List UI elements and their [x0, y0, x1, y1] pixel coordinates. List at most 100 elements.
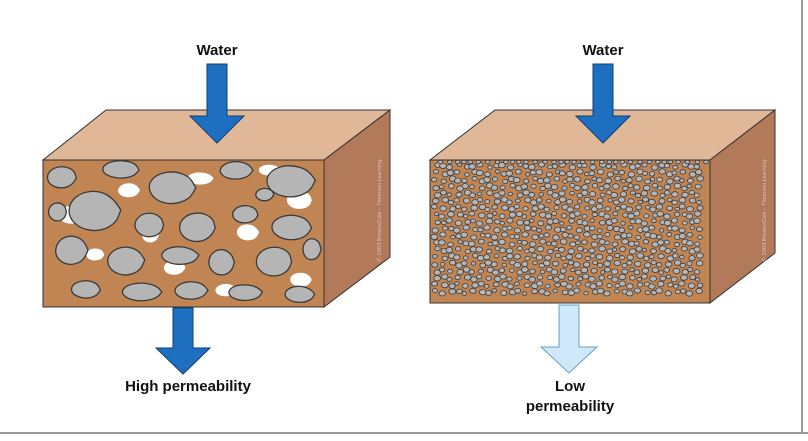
fine-grain [588, 191, 597, 198]
fine-grain [694, 241, 701, 247]
fine-grain-top [619, 159, 625, 165]
fine-grain [550, 269, 559, 276]
fine-grain [498, 247, 507, 254]
fine-grain [671, 170, 678, 176]
fine-grain [693, 163, 700, 170]
fine-grain [494, 169, 501, 174]
fine-grain [614, 175, 622, 182]
fine-grain [583, 231, 591, 238]
fine-grain-top [606, 159, 613, 165]
fine-grain [635, 234, 642, 240]
fine-grain [689, 225, 695, 230]
fine-grain [546, 189, 554, 196]
fine-grain [686, 231, 693, 238]
fine-grain [599, 220, 606, 226]
fine-grain [468, 269, 475, 275]
fine-grain [657, 280, 665, 287]
fine-grain [456, 268, 464, 275]
fine-grain [674, 289, 681, 295]
fine-grain [535, 254, 544, 261]
fine-grain [651, 267, 659, 274]
fine-grain [565, 253, 573, 260]
fine-grain [577, 199, 583, 204]
fine-grain [493, 198, 501, 205]
fine-grain [625, 206, 633, 213]
fine-grain [558, 196, 567, 203]
fine-grain [469, 287, 477, 294]
fine-grain [521, 291, 528, 296]
fine-grain [516, 245, 523, 252]
fine-grain [516, 239, 523, 245]
fine-grain [696, 226, 703, 233]
fine-grain [492, 211, 498, 216]
fine-grain [498, 267, 506, 273]
fine-grain [535, 169, 544, 176]
fine-grain [605, 255, 614, 262]
fine-grain [439, 205, 448, 212]
fine-grain [434, 219, 441, 225]
fine-grain [506, 225, 513, 231]
fine-grain [507, 191, 513, 197]
fine-grain [603, 183, 611, 190]
fine-grain [546, 241, 552, 246]
fine-grain [536, 177, 545, 184]
coarse-grain [107, 246, 146, 276]
fine-grain [433, 211, 440, 217]
coarse-grain [102, 160, 140, 179]
fine-grain [674, 211, 681, 217]
fine-grain [627, 225, 634, 230]
fine-grain [432, 197, 440, 204]
fine-grain [490, 261, 498, 268]
fine-grain [568, 164, 577, 171]
fine-grain [651, 218, 657, 224]
fine-grain [619, 246, 627, 252]
fine-grain [528, 241, 537, 248]
fine-grain [649, 206, 657, 213]
fine-grain [516, 219, 524, 226]
fine-grain [628, 248, 637, 255]
fine-grain [462, 266, 471, 273]
fine-grain [454, 274, 461, 280]
fine-grain [689, 274, 697, 281]
fine-grain [445, 247, 453, 254]
fine-grain [439, 262, 446, 267]
fine-grain [432, 254, 438, 259]
fine-grain [679, 178, 685, 183]
fine-grain [613, 170, 619, 175]
fine-grain [566, 206, 574, 213]
fine-grain [637, 199, 643, 205]
fine-grain [657, 185, 663, 191]
fine-grain [681, 185, 688, 192]
left-water-in-arrow [188, 63, 246, 144]
fine-grain [544, 283, 551, 289]
fine-grain [552, 288, 558, 293]
fine-grain [569, 191, 575, 196]
fine-grain [531, 234, 539, 241]
fine-grain [695, 260, 704, 267]
fine-grain [596, 233, 603, 239]
fine-grain [529, 199, 538, 206]
fine-grain [529, 268, 536, 275]
fine-grain [461, 283, 469, 289]
fine-grain [573, 210, 582, 217]
fine-grain [610, 191, 618, 199]
fine-grain [491, 204, 498, 210]
fine-grain-top [675, 159, 681, 165]
fine-grain-top [558, 159, 564, 165]
fine-grain [612, 183, 620, 190]
fine-grain [591, 211, 598, 218]
pore-space [290, 272, 312, 287]
fine-grain [649, 233, 658, 240]
fine-grain [584, 171, 590, 177]
left-coarse-grains [46, 160, 322, 304]
coarse-grain [255, 246, 293, 277]
fine-grain [513, 233, 521, 240]
fine-grain-top [637, 159, 643, 165]
fine-grain [604, 266, 611, 273]
fine-grain-top [627, 159, 633, 165]
fine-grain [440, 189, 447, 196]
fine-grain [561, 289, 569, 296]
fine-grain [626, 283, 634, 290]
fine-grain [581, 213, 588, 219]
fine-grain [543, 232, 550, 238]
